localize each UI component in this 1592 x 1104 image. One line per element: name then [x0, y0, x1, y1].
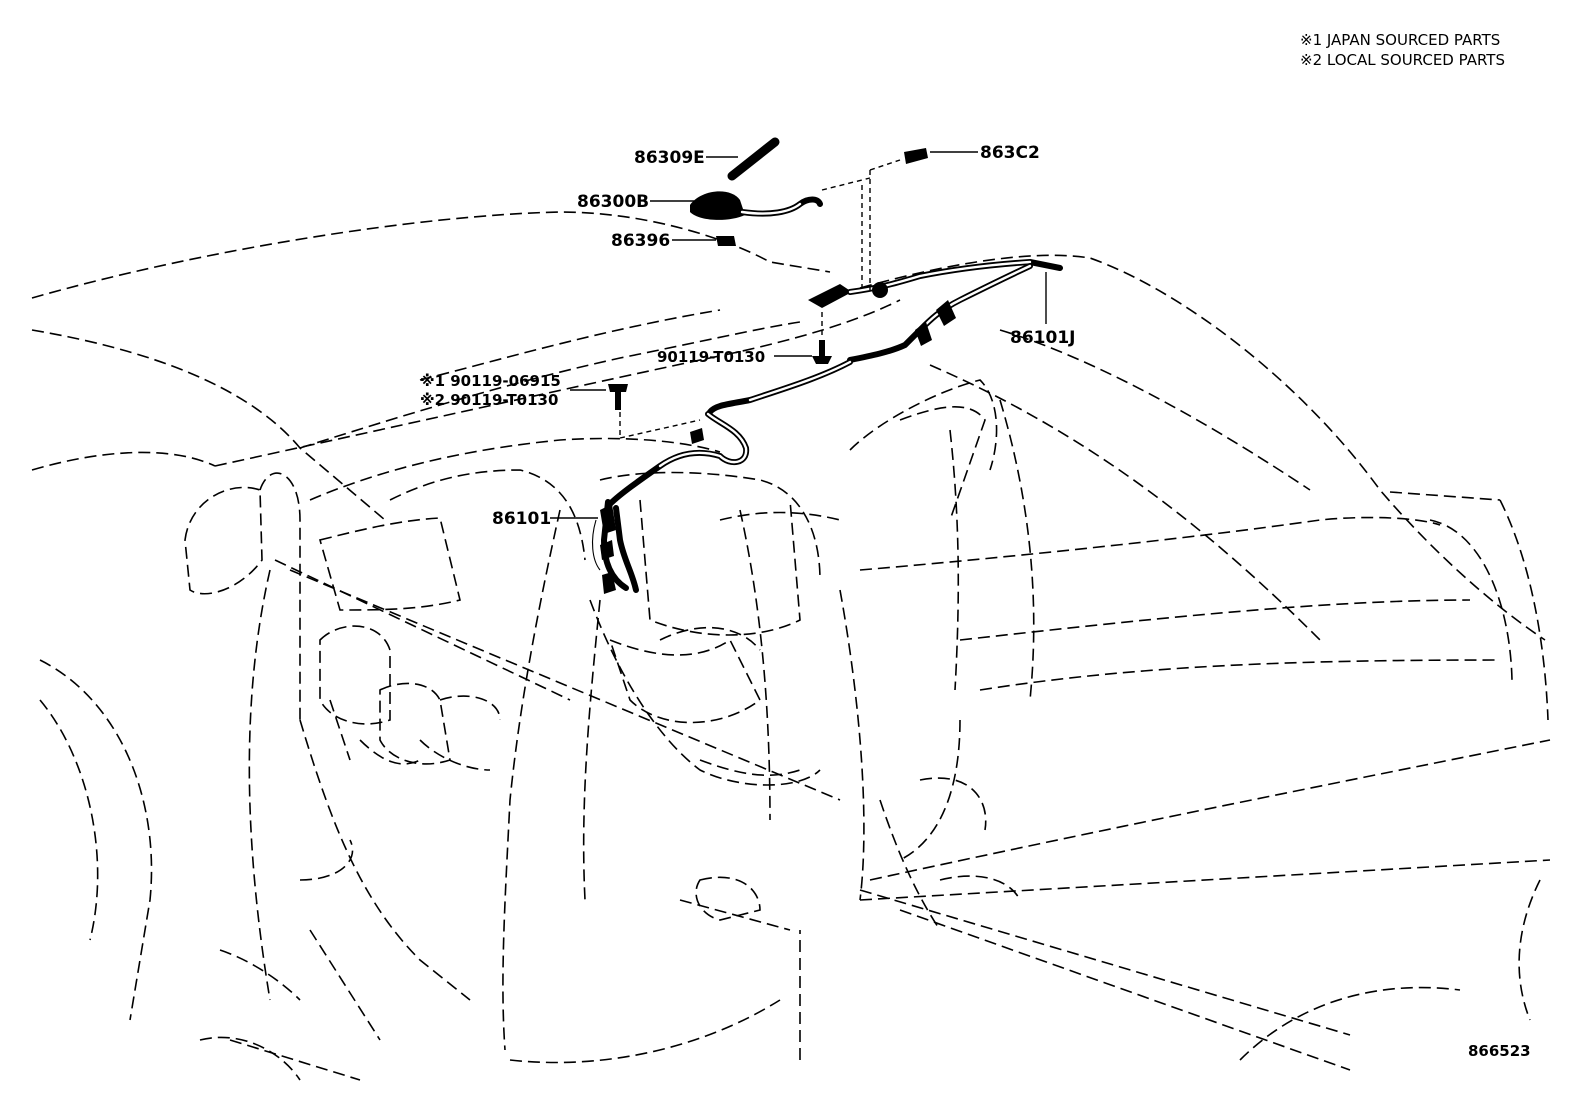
bolt-front — [608, 384, 628, 410]
vehicle-outline — [31, 211, 1551, 1081]
antenna-base — [690, 191, 823, 220]
antenna-cord-86101 — [591, 411, 750, 594]
part-labels: 86309E 863C2 86300B 86396 86101J 90119-T… — [420, 143, 1075, 529]
illustration-number: 866523 — [1468, 1042, 1531, 1060]
antenna-clip — [716, 236, 736, 246]
connector-863c2 — [904, 148, 928, 164]
label-86309e: 86309E — [634, 148, 705, 168]
label-863c2: 863C2 — [980, 143, 1040, 163]
routing-lines — [619, 159, 901, 439]
legend-local-sourced: ※2 LOCAL SOURCED PARTS — [1300, 51, 1505, 69]
label-90119-t0130: 90119-T0130 — [657, 348, 765, 366]
label-86101j: 86101J — [1010, 328, 1075, 348]
label-86101: 86101 — [492, 509, 551, 529]
label-90119-06915: ※1 90119-06915 — [420, 372, 561, 390]
legend: ※1 JAPAN SOURCED PARTS ※2 LOCAL SOURCED … — [1300, 31, 1505, 69]
label-86396: 86396 — [611, 231, 670, 251]
bolt-rear — [812, 340, 832, 364]
legend-japan-sourced: ※1 JAPAN SOURCED PARTS — [1300, 31, 1500, 49]
antenna-cord-86101j — [707, 259, 1063, 415]
leader-lines — [550, 151, 1047, 519]
label-90119-t0130-local: ※2 90119-T0130 — [420, 391, 558, 409]
antenna-rod — [727, 137, 780, 181]
label-86300b: 86300B — [577, 192, 649, 212]
